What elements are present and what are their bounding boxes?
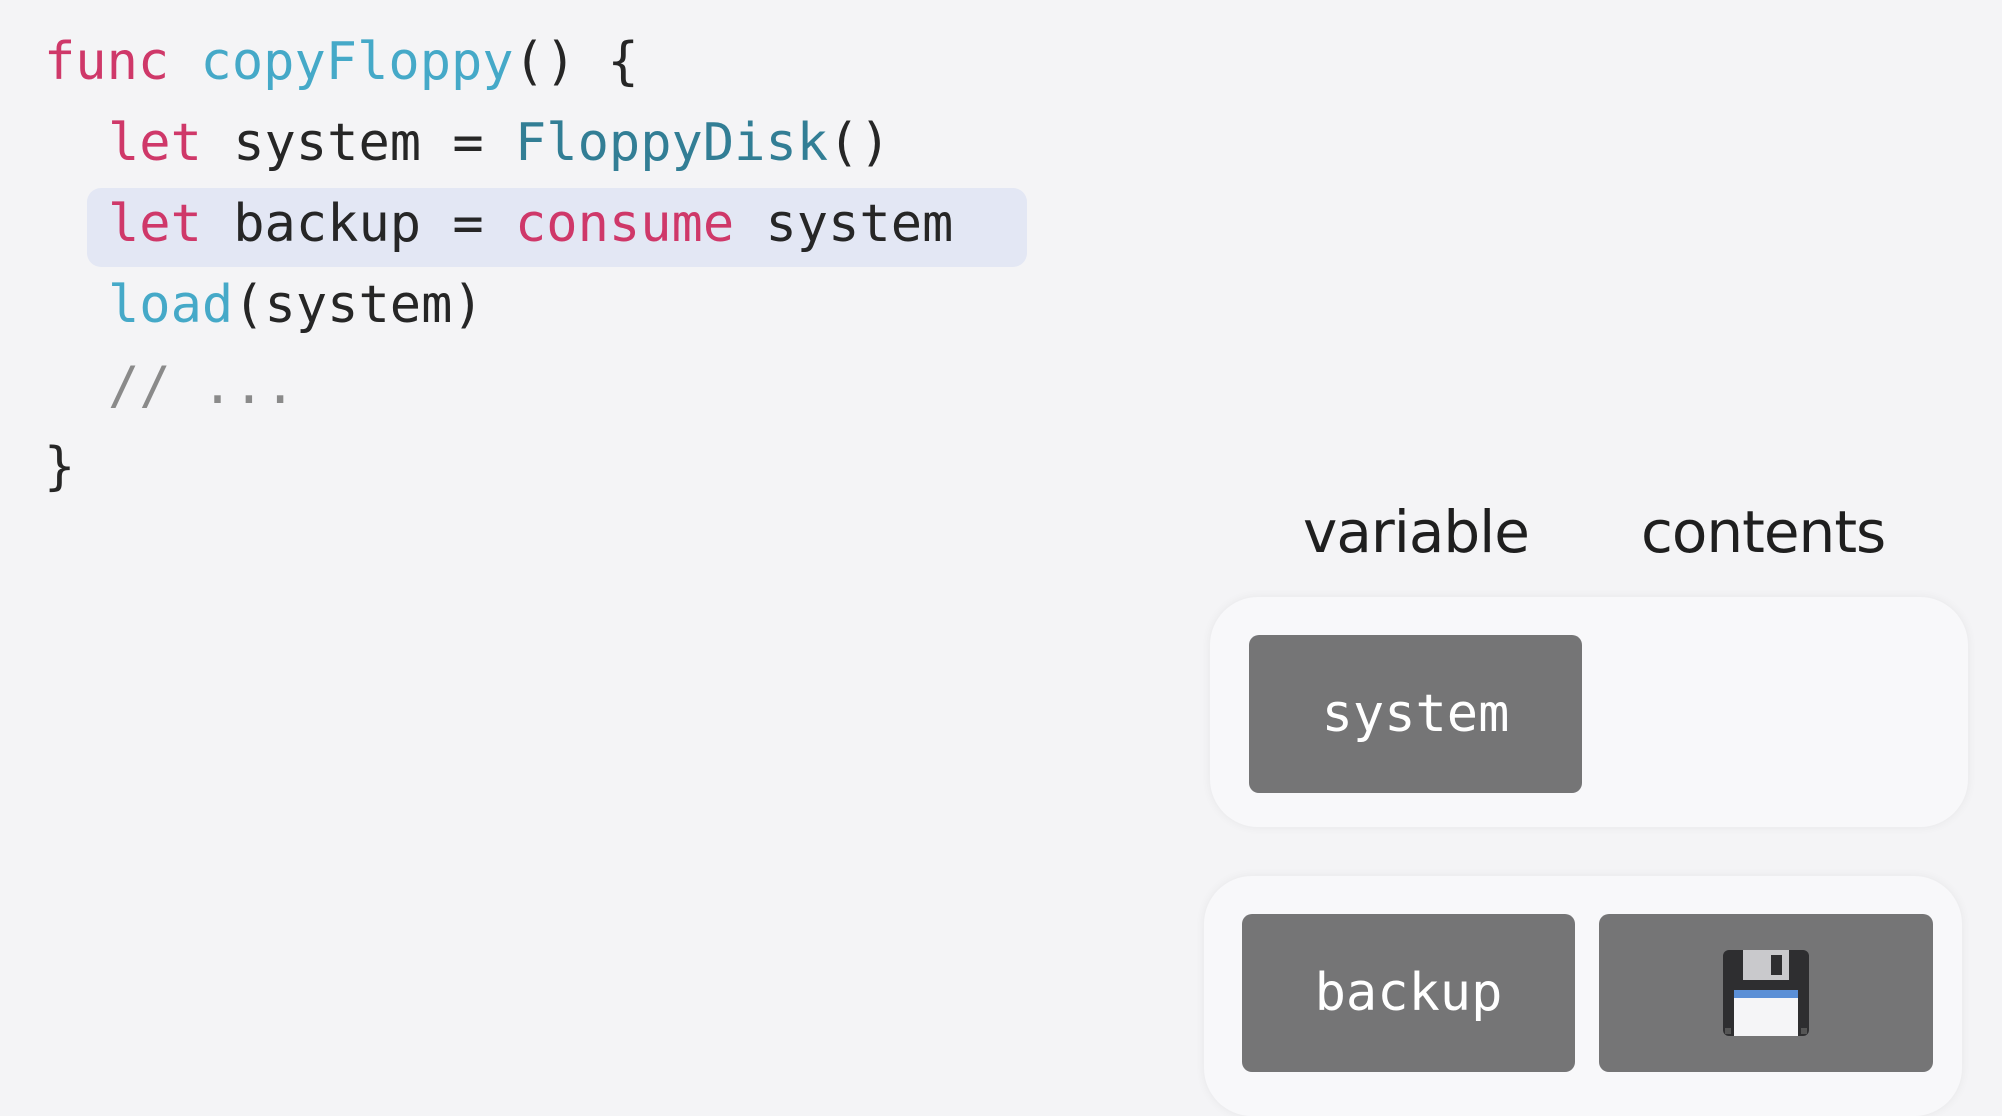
keyword-func: func [44, 32, 170, 92]
type-name: FloppyDisk [515, 113, 829, 173]
code-text: system = [201, 113, 515, 173]
code-line-1: func copyFloppy() { [44, 22, 953, 103]
code-block: func copyFloppy() { let system = FloppyD… [44, 22, 1027, 508]
floppy-disk-icon [1723, 950, 1809, 1036]
code-text: system [734, 194, 954, 254]
code-line-6: } [44, 427, 953, 508]
code-line-5: // ... [44, 346, 953, 427]
code-text: backup = [201, 194, 515, 254]
variable-cell-backup: backup [1242, 914, 1575, 1072]
closing-brace: } [44, 437, 76, 497]
header-contents: contents [1641, 498, 1886, 566]
code-text: (system) [233, 275, 484, 335]
keyword-let: let [108, 113, 202, 173]
contents-cell-backup [1599, 914, 1933, 1072]
code-text: () [828, 113, 891, 173]
code-line-3-highlighted: let backup = consume system [44, 184, 1027, 267]
function-call: load [108, 275, 234, 335]
function-name: copyFloppy [200, 32, 514, 92]
keyword-consume: consume [515, 194, 735, 254]
line-highlight [87, 188, 1027, 267]
code-line-2: let system = FloppyDisk() [44, 103, 953, 184]
code-comment: // ... [108, 356, 296, 416]
header-variable: variable [1303, 498, 1530, 566]
code-line-4: load(system) [44, 265, 953, 346]
variable-cell-system: system [1249, 635, 1582, 793]
code-text: () { [513, 32, 639, 92]
keyword-let: let [108, 194, 202, 254]
